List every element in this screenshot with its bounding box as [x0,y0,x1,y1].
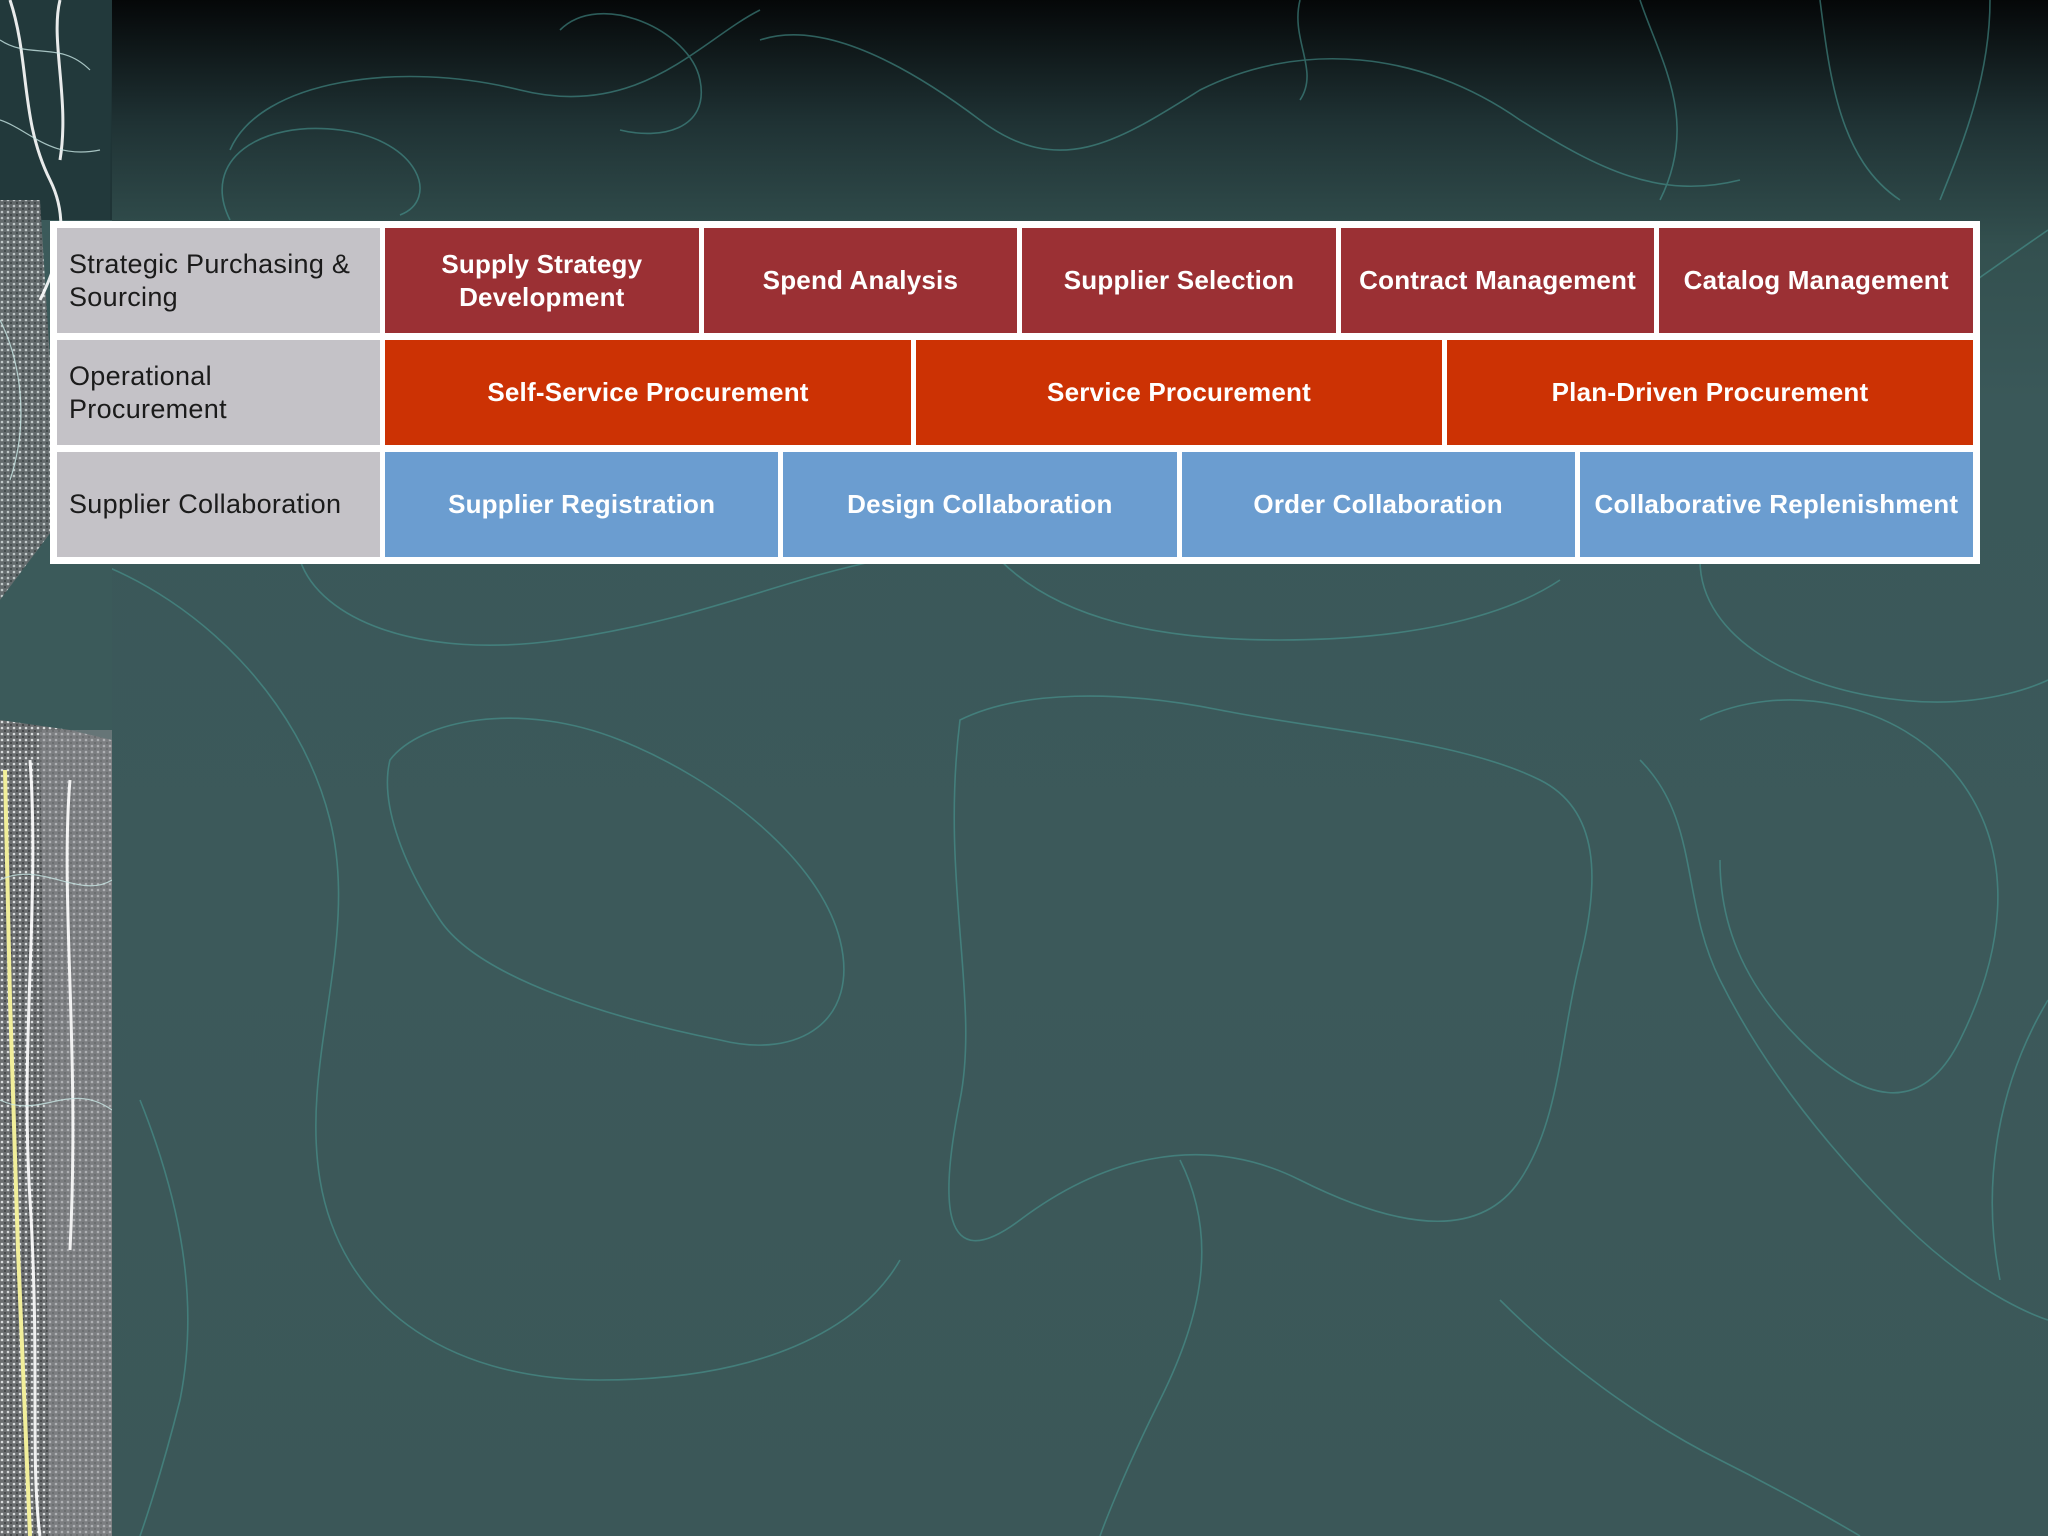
cell-plan-driven-procurement: Plan-Driven Procurement [1447,340,1973,445]
cell-design-collaboration: Design Collaboration [783,452,1177,557]
row-cells-operational: Self-Service Procurement Service Procure… [385,340,1973,445]
cell-catalog-management: Catalog Management [1659,228,1973,333]
cell-supply-strategy-development: Supply Strategy Development [385,228,699,333]
row-cells-strategic: Supply Strategy Development Spend Analys… [385,228,1973,333]
procurement-capability-matrix: Strategic Purchasing & Sourcing Supply S… [50,221,1980,564]
cell-supplier-registration: Supplier Registration [385,452,779,557]
cell-contract-management: Contract Management [1340,228,1655,333]
row-label-strategic-purchasing: Strategic Purchasing & Sourcing [57,228,380,333]
cell-spend-analysis: Spend Analysis [703,228,1018,333]
row-label-supplier-collaboration: Supplier Collaboration [57,452,380,557]
cell-order-collaboration: Order Collaboration [1181,452,1575,557]
cell-supplier-selection: Supplier Selection [1022,228,1336,333]
cell-self-service-procurement: Self-Service Procurement [385,340,911,445]
row-label-operational-procurement: Operational Procurement [57,340,380,445]
row-operational-procurement: Operational Procurement Self-Service Pro… [57,340,1973,445]
row-cells-collaboration: Supplier Registration Design Collaborati… [385,452,1973,557]
row-supplier-collaboration: Supplier Collaboration Supplier Registra… [57,452,1973,557]
row-strategic-purchasing: Strategic Purchasing & Sourcing Supply S… [57,228,1973,333]
cell-collaborative-replenishment: Collaborative Replenishment [1579,452,1973,557]
cell-service-procurement: Service Procurement [916,340,1442,445]
